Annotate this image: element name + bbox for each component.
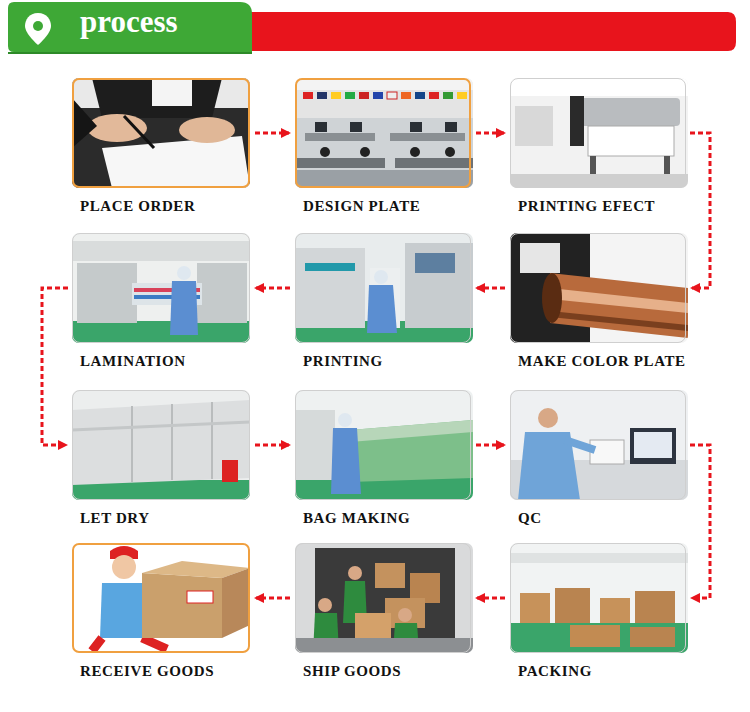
photo-frame — [72, 78, 250, 188]
photo-make-color-plate — [510, 233, 688, 343]
process-step: MAKE COLOR PLATE — [510, 233, 690, 370]
photo-frame — [510, 390, 686, 500]
photo-frame — [510, 543, 686, 653]
step-label: DESIGN PLATE — [295, 197, 475, 215]
photo-let-dry — [72, 390, 250, 500]
flow-arrow — [256, 597, 290, 600]
header-banner — [8, 2, 736, 54]
photo-frame — [295, 78, 471, 188]
photo-printing-effect — [510, 78, 688, 188]
photo-bag-making — [295, 390, 473, 500]
step-label: RECEIVE GOODS — [72, 662, 254, 680]
flow-arrow — [476, 444, 504, 447]
process-step: PRINTING — [295, 233, 475, 370]
photo-frame — [295, 543, 471, 653]
step-label: PACKING — [510, 662, 690, 680]
step-label: SHIP GOODS — [295, 662, 475, 680]
photo-ship-goods — [295, 543, 473, 653]
photo-printing — [295, 233, 473, 343]
photo-frame — [295, 390, 471, 500]
flow-arrow — [690, 133, 710, 288]
flow-arrow — [477, 597, 505, 600]
flow-arrow — [690, 445, 710, 598]
step-label: MAKE COLOR PLATE — [510, 352, 690, 370]
step-label: LAMINATION — [72, 352, 254, 370]
photo-design-plate — [295, 78, 473, 188]
photo-frame — [510, 78, 686, 188]
process-step: LAMINATION — [72, 233, 254, 370]
photo-qc — [510, 390, 688, 500]
process-step: PRINTING EFECT — [510, 78, 690, 215]
flow-arrow — [255, 132, 289, 135]
process-step: RECEIVE GOODS — [72, 543, 254, 680]
process-step: BAG MAKING — [295, 390, 475, 527]
photo-frame — [72, 390, 250, 500]
step-label: BAG MAKING — [295, 509, 475, 527]
flow-arrow — [42, 288, 68, 445]
photo-lamination — [72, 233, 250, 343]
photo-frame — [510, 233, 686, 343]
page-title: process — [80, 3, 178, 41]
flow-arrow — [256, 287, 290, 290]
photo-packing — [510, 543, 688, 653]
photo-frame — [72, 233, 250, 343]
process-step: QC — [510, 390, 690, 527]
photo-place-order — [72, 78, 250, 188]
process-step: LET DRY — [72, 390, 254, 527]
process-step: PACKING — [510, 543, 690, 680]
step-label: PRINTING EFECT — [510, 197, 690, 215]
process-step: PLACE ORDER — [72, 78, 254, 215]
step-label: PRINTING — [295, 352, 475, 370]
location-pin — [25, 13, 51, 45]
photo-frame — [72, 543, 250, 653]
step-label: PLACE ORDER — [72, 197, 254, 215]
step-label: LET DRY — [72, 509, 254, 527]
flow-arrow — [476, 132, 504, 135]
process-step: DESIGN PLATE — [295, 78, 475, 215]
process-step: SHIP GOODS — [295, 543, 475, 680]
step-label: QC — [510, 509, 690, 527]
photo-frame — [295, 233, 471, 343]
photo-receive-goods — [72, 543, 250, 653]
flow-arrow — [477, 287, 505, 290]
flow-arrow — [255, 444, 289, 447]
